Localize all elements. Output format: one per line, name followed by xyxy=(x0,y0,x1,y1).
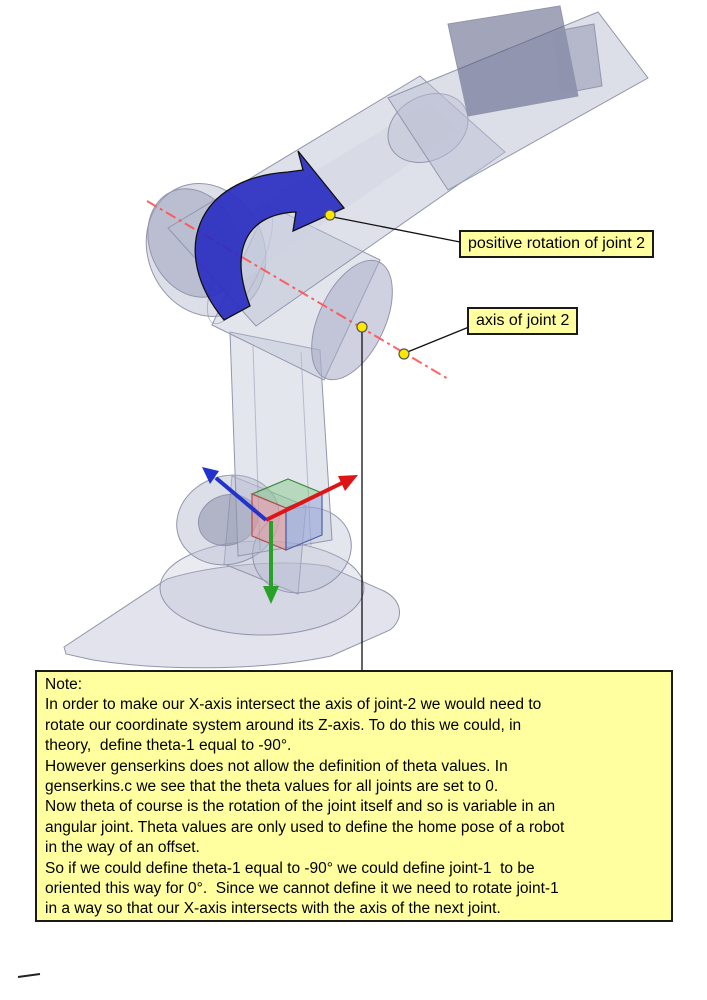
marker-dot-rotation xyxy=(324,209,336,221)
robot-joint2-cap xyxy=(311,259,393,381)
robot-arm-illustration xyxy=(63,5,649,669)
blue-axis-line xyxy=(214,476,268,522)
note-text-line: theory, define theta-1 equal to -90°. xyxy=(45,737,292,755)
marker-dot-axis-far xyxy=(398,348,410,360)
marker-dot-axis-near xyxy=(356,321,368,333)
note-text-line: Now theta of course is the rotation of t… xyxy=(45,798,556,816)
callout-positive-rotation: positive rotation of joint 2 xyxy=(459,230,654,258)
note-text-line: genserkins.c we see that the theta value… xyxy=(45,778,499,796)
axis-marker-dots xyxy=(324,209,410,360)
robot-wrist-block xyxy=(551,23,603,95)
red-axis-line xyxy=(265,481,343,522)
note-text-line: In order to make our X-axis intersect th… xyxy=(45,696,542,714)
joint2-axis-line xyxy=(146,200,451,381)
green-axis-arrowhead xyxy=(263,586,279,604)
callout-axis-of-joint2: axis of joint 2 xyxy=(467,307,579,335)
note-text-line: So if we could define theta-1 equal to -… xyxy=(45,859,535,877)
note-text-line: oriented this way for 0°. Since we canno… xyxy=(45,880,559,898)
note-text-line: angular joint. Theta values are only use… xyxy=(45,818,565,836)
positive-rotation-arrow xyxy=(194,150,346,321)
note-box: Note: In order to make our X-axis inters… xyxy=(35,670,673,922)
leader-axis-label xyxy=(404,326,470,354)
note-text-line: rotate our coordinate system around its … xyxy=(45,716,522,734)
note-text-line: in the way of an offset. xyxy=(45,839,200,857)
note-title: Note: xyxy=(45,676,83,693)
note-text-line: However genserkins does not allow the de… xyxy=(45,757,508,775)
coordinate-frame xyxy=(202,467,358,604)
red-axis-arrowhead xyxy=(338,475,358,491)
robot-forearm-inner xyxy=(447,5,579,117)
blue-axis-arrowhead xyxy=(202,467,219,484)
stray-mark xyxy=(17,973,41,978)
note-text-line: in a way so that our X-axis intersects w… xyxy=(45,900,501,918)
leader-positive-rotation xyxy=(332,216,461,243)
callout-positive-rotation-label: positive rotation of joint 2 xyxy=(468,235,645,252)
callout-axis-of-joint2-label: axis of joint 2 xyxy=(476,312,570,329)
